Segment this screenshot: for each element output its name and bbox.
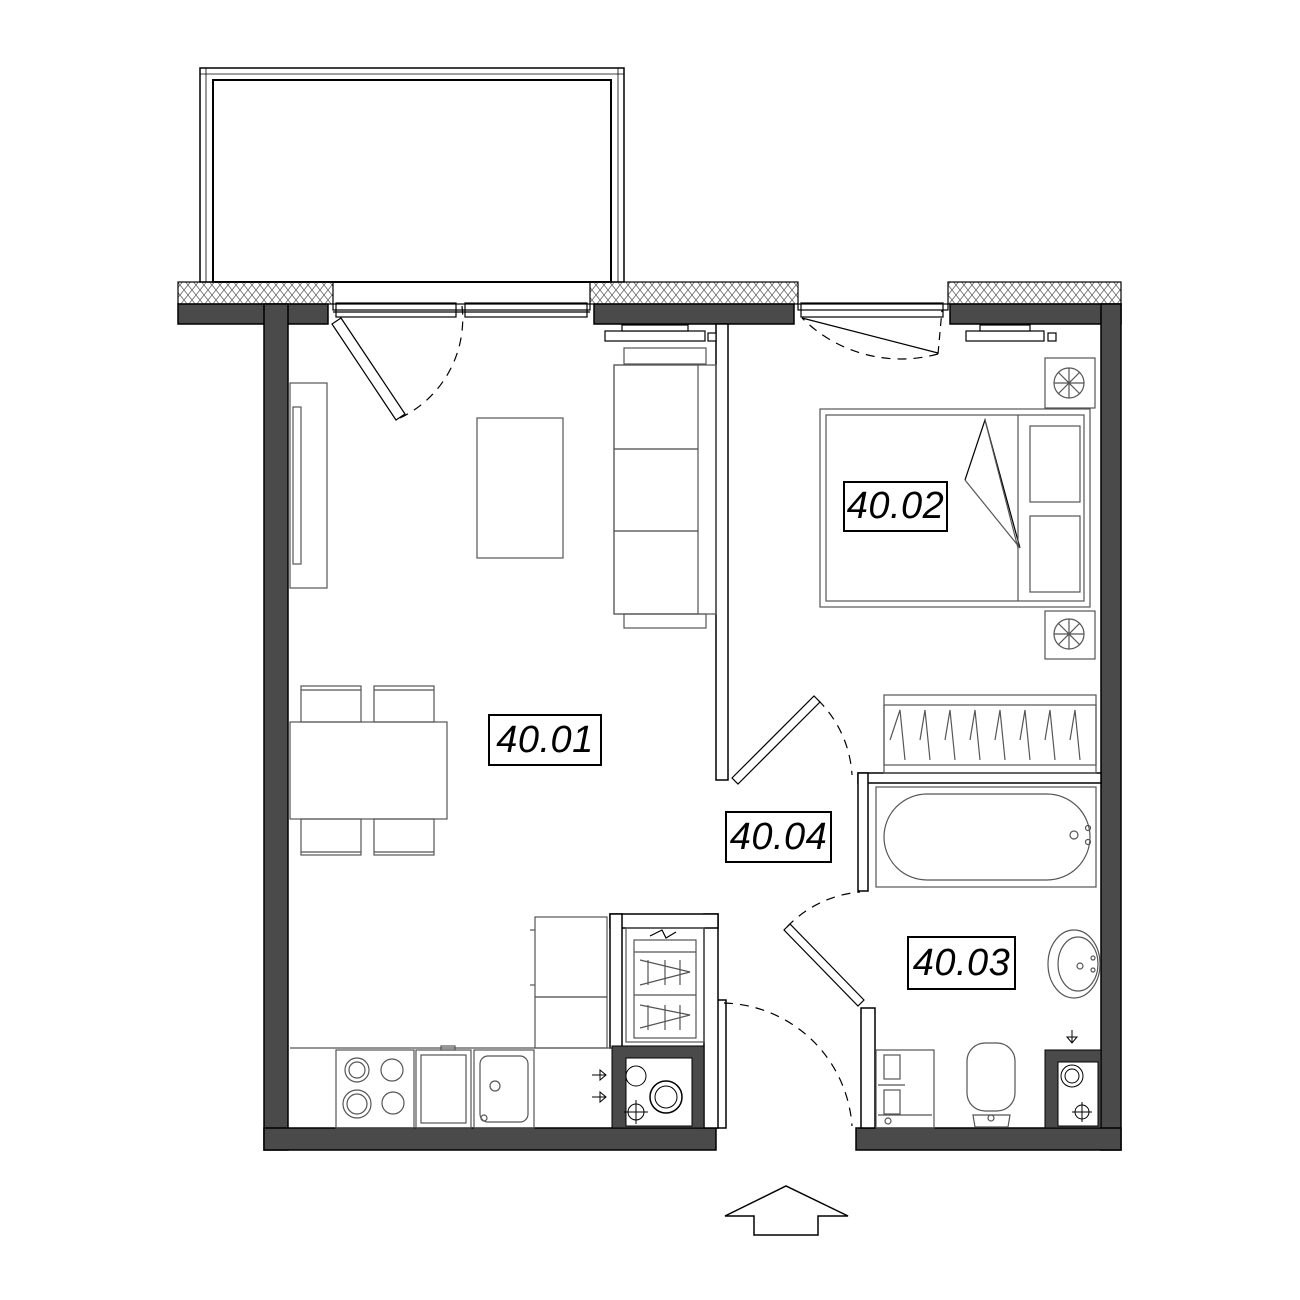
- room-label-bathroom: 40.03: [907, 936, 1016, 990]
- entrance-arrow-icon: [724, 1185, 849, 1236]
- interior-walls: [609, 323, 1102, 1129]
- bathroom-fixtures: [875, 786, 1101, 1129]
- radiators: [604, 324, 1057, 342]
- balcony: [199, 67, 625, 283]
- living-furniture: [289, 347, 717, 856]
- exterior-walls: [177, 303, 1122, 1151]
- doors: [331, 305, 943, 1127]
- bedroom-furniture: [819, 357, 1097, 774]
- windows: [332, 302, 949, 318]
- room-label-living: 40.01: [488, 714, 602, 766]
- insulation-strip: [177, 281, 1122, 305]
- room-label-hall: 40.04: [725, 811, 832, 863]
- ventilation-arrow-icon: [592, 1030, 1079, 1104]
- installation-shafts: [611, 1045, 1102, 1129]
- kitchen: [290, 916, 705, 1129]
- room-label-bedroom: 40.02: [843, 481, 948, 532]
